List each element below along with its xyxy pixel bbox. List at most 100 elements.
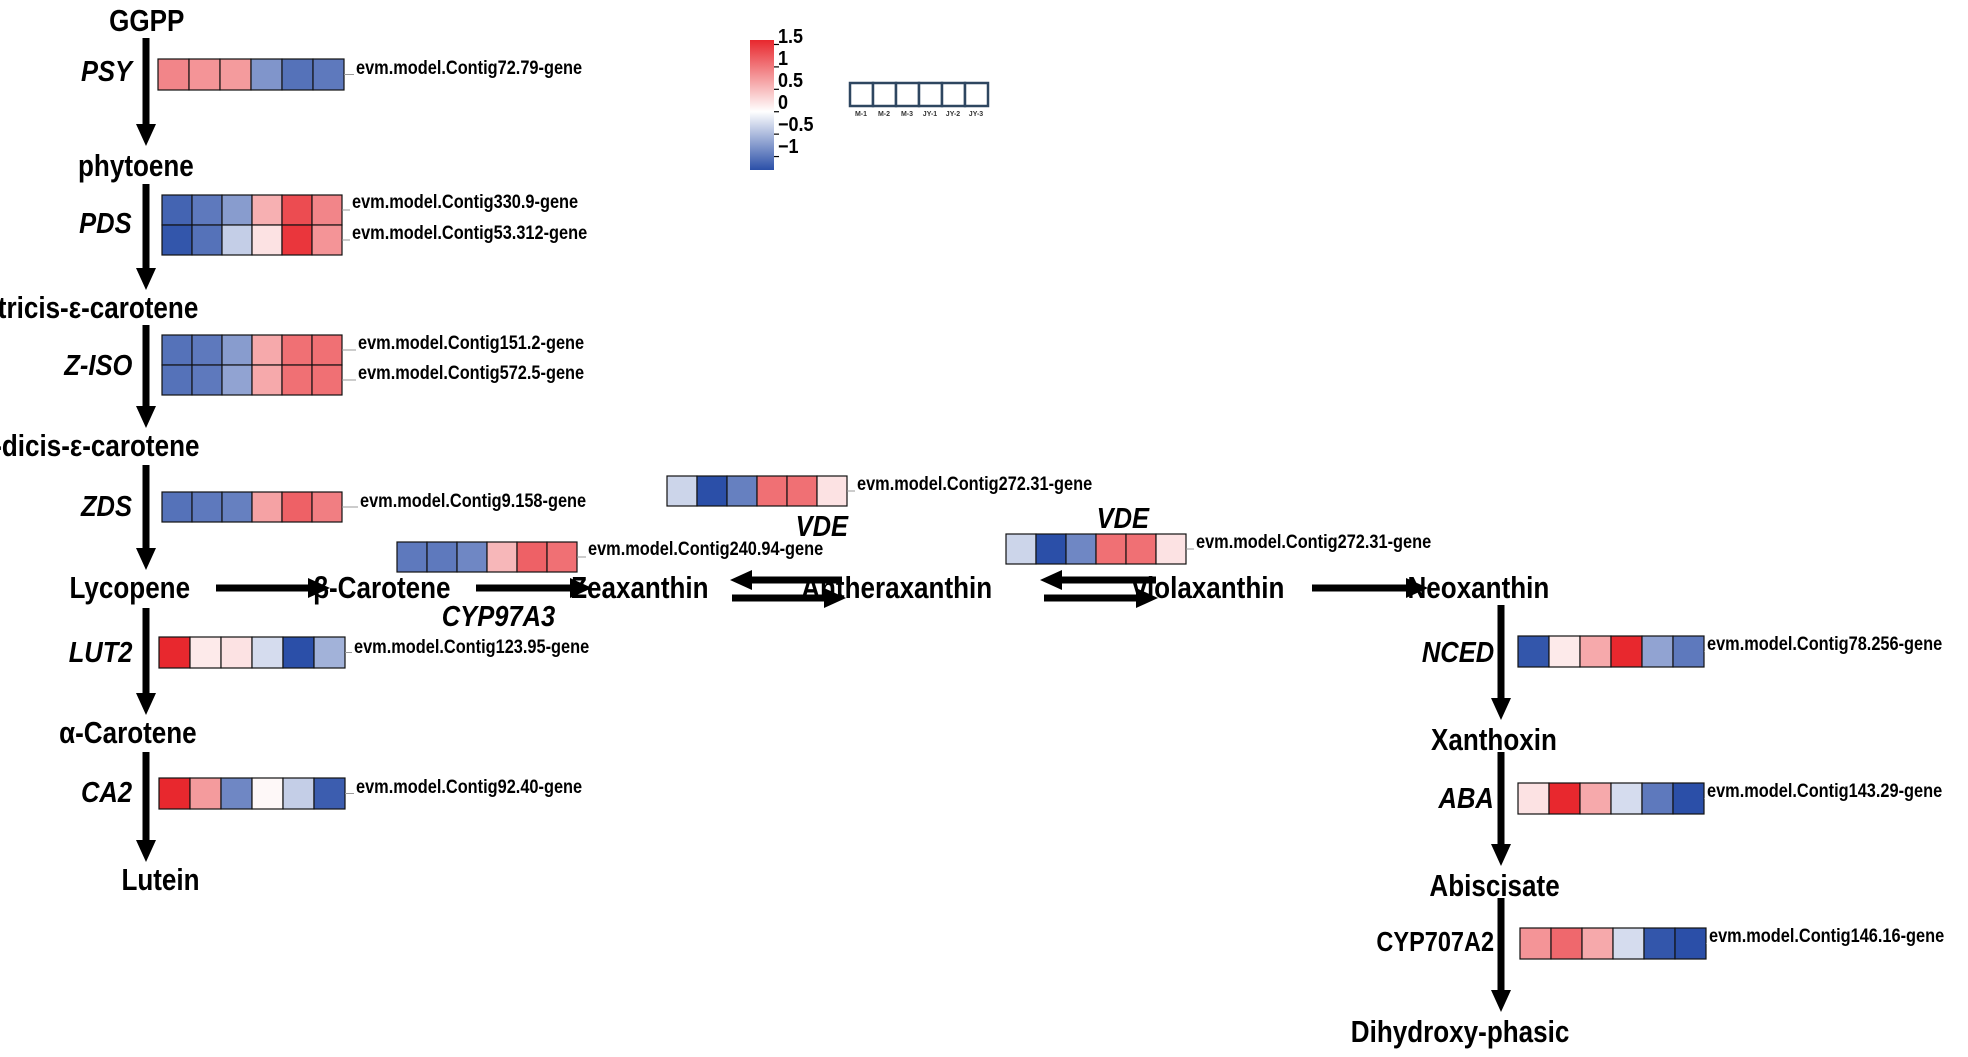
colorbar-tick-minus-0-5: −0.5 — [778, 114, 814, 136]
heatmap-cell-z-iso-1-3 — [221, 334, 253, 366]
metabolite-lycopene: Lycopene — [69, 570, 191, 605]
heatmap-cell-aba-2 — [1548, 782, 1581, 815]
sample-label-m-1: M-1 — [854, 111, 868, 118]
heatmap-cell-psy-4 — [250, 58, 283, 91]
arrow-tricis-dicis — [136, 325, 156, 428]
sample-legend — [848, 81, 990, 108]
colorbar-tick-0: 0 — [778, 92, 789, 114]
gene-label-nced: evm.model.Contig78.256-gene — [1707, 634, 1943, 655]
heatmap-cell-z-iso-2-2 — [191, 364, 223, 396]
arrow-violaxanthin-neoxanthin-head — [1406, 578, 1428, 598]
enzyme-psy: PSY — [80, 56, 132, 88]
heatmap-cell-pds-1-3 — [221, 194, 253, 226]
arrow-dicis-lycopene — [136, 465, 156, 570]
pathway-arrows — [136, 38, 1511, 1012]
heatmap-z-iso-2 — [161, 364, 356, 396]
heatmap-cell-pds-2-2 — [191, 224, 223, 256]
heatmap-cell-ca2-3 — [220, 777, 253, 810]
metabolite-alpha-carotene: α-Carotene — [59, 715, 197, 750]
sample-legend-box-2 — [871, 81, 898, 108]
heatmap-cell-lut2-5 — [282, 636, 315, 669]
arrow-abiscisate-dihydroxy-phasic — [1491, 898, 1511, 1012]
enzyme-cyp707a2: CYP707A2 — [1376, 926, 1494, 957]
metabolite-tricis-carotene: 9,15,9’-tricis-ε-carotene — [0, 290, 199, 325]
heatmap-psy — [157, 58, 354, 91]
gene-label-lut2: evm.model.Contig123.95-gene — [354, 637, 590, 658]
gene-label-zds: evm.model.Contig9.158-gene — [360, 491, 587, 512]
heatmap-cell-nced-2 — [1548, 635, 1581, 668]
gene-label-pds-2: evm.model.Contig53.312-gene — [352, 223, 588, 244]
colorbar-tick-0-5: 0.5 — [778, 70, 804, 92]
heatmap-cell-vde-2-2 — [1035, 533, 1067, 565]
heatmap-cell-lut2-3 — [220, 636, 253, 669]
heatmap-vde-1 — [666, 475, 855, 507]
metabolite-dihydroxy-phasic: Dihydroxy-phasic — [1350, 1014, 1570, 1049]
sample-label-m-2: M-2 — [877, 111, 891, 118]
gene-label-aba: evm.model.Contig143.29-gene — [1707, 781, 1943, 802]
heatmap-cell-cyp707a2-4 — [1612, 927, 1645, 960]
heatmap-cell-cyp707a2-2 — [1550, 927, 1583, 960]
arrow-tricis-dicis-head — [136, 406, 156, 428]
heatmap-pds-2 — [161, 224, 350, 256]
arrow-lycopene-alpha-carotene — [136, 608, 156, 715]
heatmap-cell-aba-5 — [1641, 782, 1674, 815]
heatmap-vde-2 — [1005, 533, 1194, 565]
enzyme-cyp97a3: CYP97A3 — [441, 601, 555, 633]
arrow-neoxanthin-xanthoxin — [1491, 605, 1511, 720]
gene-label-ca2: evm.model.Contig92.40-gene — [356, 777, 583, 798]
heatmap-cell-cyp97a3-5 — [516, 541, 548, 573]
arrow-antheraxanthin-violaxanthin — [1044, 588, 1158, 608]
heatmap-cell-zds-1 — [161, 491, 193, 523]
arrow-violaxanthin-neoxanthin — [1312, 578, 1428, 598]
heatmap-cell-zds-5 — [281, 491, 313, 523]
enzyme-lut2: LUT2 — [68, 637, 132, 669]
heatmap-cell-ca2-5 — [282, 777, 315, 810]
heatmap-cell-nced-6 — [1672, 635, 1705, 668]
colorbar-tick-1: 1 — [778, 48, 789, 70]
arrow-beta-carotene-zeaxanthin — [476, 578, 592, 598]
heatmap-cell-nced-3 — [1579, 635, 1612, 668]
gene-label-cyp97a3: evm.model.Contig240.94-gene — [588, 539, 824, 560]
metabolite-zeaxanthin: Zeaxanthin — [571, 570, 709, 605]
gene-label-vde-2: evm.model.Contig272.31-gene — [1196, 532, 1432, 553]
heatmap-cell-vde-2-1 — [1005, 533, 1037, 565]
heatmap-cell-pds-1-2 — [191, 194, 223, 226]
enzyme-aba: ABA — [1438, 783, 1494, 815]
heatmap-pds-1 — [161, 194, 350, 226]
heatmap-cell-cyp97a3-2 — [426, 541, 458, 573]
heatmap-cell-z-iso-2-3 — [221, 364, 253, 396]
arrow-phytoene-tricis — [136, 184, 156, 290]
sample-label-jy-2: JY-2 — [945, 111, 961, 118]
heatmap-cell-vde-1-6 — [816, 475, 848, 507]
gene-label-cyp707a2: evm.model.Contig146.16-gene — [1709, 926, 1945, 947]
heatmap-cell-zds-3 — [221, 491, 253, 523]
heatmap-cell-lut2-2 — [189, 636, 222, 669]
heatmap-cell-cyp97a3-3 — [456, 541, 488, 573]
enzyme-vde-2: VDE — [1096, 503, 1150, 535]
heatmap-lut2 — [158, 636, 352, 669]
heatmap-zds — [161, 491, 358, 523]
metabolite-ggpp: GGPP — [109, 3, 185, 38]
arrow-zeaxanthin-antheraxanthin — [732, 588, 846, 608]
heatmap-cell-pds-1-1 — [161, 194, 193, 226]
heatmap-cell-pds-1-4 — [251, 194, 283, 226]
arrow-lycopene-beta-carotene — [216, 578, 330, 598]
heatmap-cell-vde-1-2 — [696, 475, 728, 507]
enzyme-vde-1: VDE — [795, 511, 849, 543]
arrow-lycopene-beta-carotene-head — [308, 578, 330, 598]
arrow-phytoene-tricis-head — [136, 268, 156, 290]
metabolite-beta-carotene: β-Carotene — [313, 570, 451, 605]
heatmap-cell-z-iso-2-4 — [251, 364, 283, 396]
heatmap-cell-cyp707a2-6 — [1674, 927, 1707, 960]
heatmap-ca2 — [158, 777, 354, 810]
heatmap-cyp97a3 — [396, 541, 586, 573]
heatmap-cell-cyp97a3-1 — [396, 541, 428, 573]
sample-legend-box-4 — [917, 81, 944, 108]
arrow-antheraxanthin-zeaxanthin — [730, 570, 842, 590]
gene-label-z-iso-2: evm.model.Contig572.5-gene — [358, 363, 585, 384]
heatmap-cell-nced-1 — [1517, 635, 1550, 668]
heatmap-cell-pds-2-5 — [281, 224, 313, 256]
gene-label-z-iso-1: evm.model.Contig151.2-gene — [358, 333, 585, 354]
heatmap-cell-pds-1-6 — [311, 194, 343, 226]
